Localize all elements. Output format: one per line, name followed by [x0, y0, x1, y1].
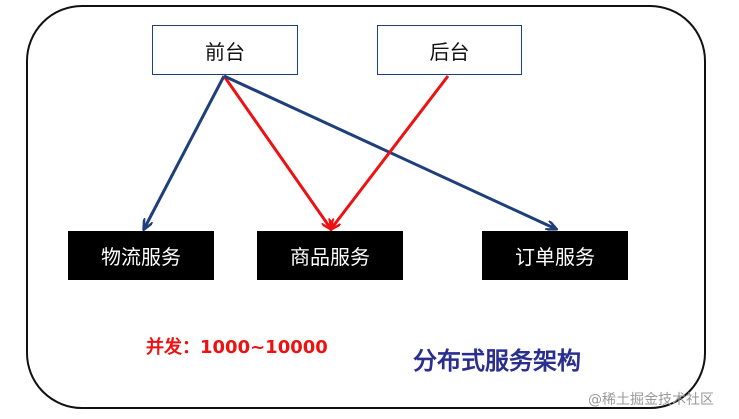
- architecture-title: 分布式服务架构: [413, 346, 581, 375]
- node-back-end-label: 后台: [429, 39, 470, 64]
- watermark: @稀土掘金技术社区: [588, 392, 714, 408]
- node-product-service: 商品服务: [257, 231, 403, 280]
- node-back-end: 后台: [377, 25, 522, 75]
- node-logistics-service: 物流服务: [68, 231, 214, 280]
- diagram-frame: [26, 5, 706, 409]
- node-product-service-label: 商品服务: [290, 245, 370, 269]
- arrow-back-to-product: [331, 75, 450, 229]
- node-front-end: 前台: [152, 25, 298, 75]
- arrow-front-to-logistics: [144, 75, 226, 229]
- node-front-end-label: 前台: [205, 39, 245, 64]
- arrow-front-to-product: [222, 75, 331, 229]
- node-logistics-service-label: 物流服务: [101, 245, 181, 269]
- node-order-service-label: 订单服务: [515, 245, 595, 269]
- node-order-service: 订单服务: [482, 231, 628, 280]
- concurrency-label: 并发：1000~10000: [146, 337, 328, 358]
